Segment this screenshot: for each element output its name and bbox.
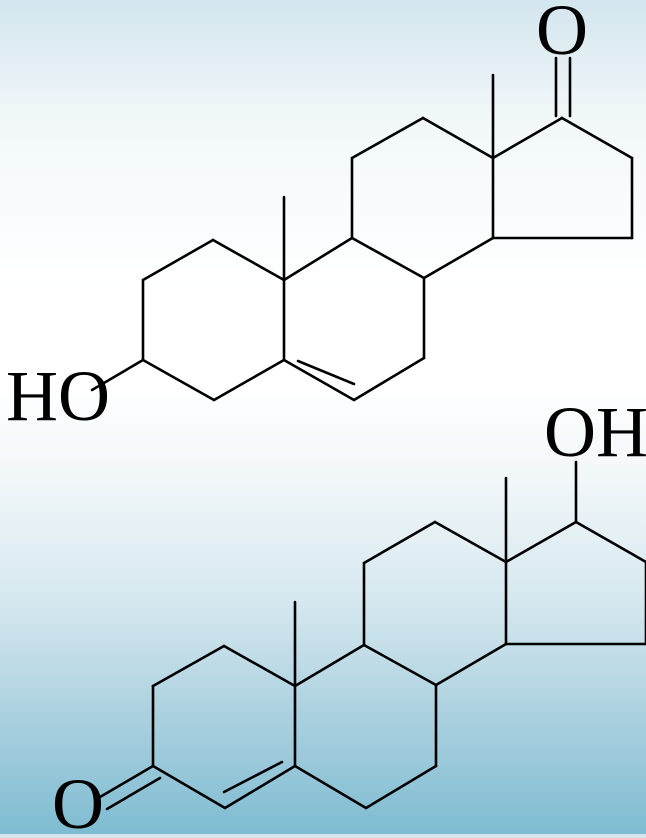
molecule-top-ketone-bond [554, 56, 572, 118]
molecule-bottom-ring-a [151, 644, 297, 810]
molecule-bottom-ketone-bond [98, 764, 162, 811]
molecule-top-ketone-label: O [536, 0, 588, 70]
molecule-top-ring-a [141, 238, 286, 402]
molecule-top-methyl-groups [282, 73, 495, 282]
molecule-bottom-ring-b [293, 643, 438, 810]
molecule-top: O HO [6, 0, 634, 436]
molecule-top-ring-d [491, 116, 634, 240]
molecule-top-hydroxyl-label: HO [6, 356, 110, 436]
molecule-top-ring-b [282, 236, 426, 402]
molecule-top-double-bond [296, 359, 356, 386]
molecule-bottom-ring-c [362, 520, 508, 687]
molecule-bottom-ring-d [504, 520, 646, 646]
molecule-bottom: OH O [52, 392, 646, 838]
molecule-bottom-methyl-groups [293, 476, 508, 688]
molecule-bottom-ketone-label: O [52, 764, 104, 834]
molecule-top-hydroxyl-bond [90, 358, 145, 392]
molecule-bottom-double-bond [222, 760, 284, 794]
molecule-bottom-hydroxyl-label: OH [544, 392, 646, 472]
molecule-top-ring-c [350, 116, 495, 280]
